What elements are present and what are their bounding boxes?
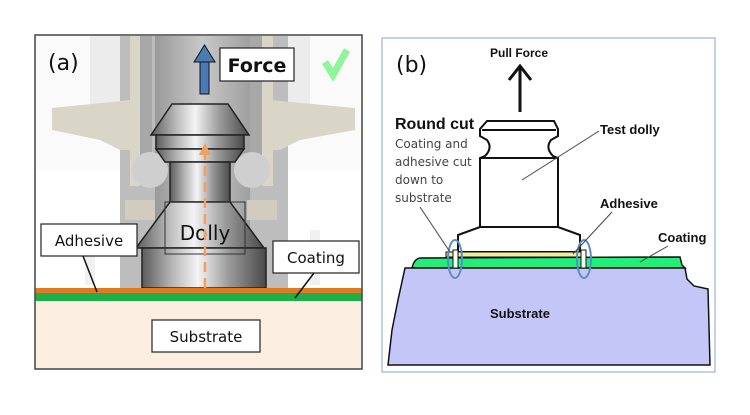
- ball-left: [132, 152, 168, 188]
- adhesive-label-b: Adhesive: [600, 196, 658, 211]
- coating-label-b: Coating: [658, 230, 706, 245]
- substrate-label-b: Substrate: [490, 306, 550, 321]
- round-cut-desc-3: down to: [395, 173, 443, 187]
- round-cut-leader: [419, 206, 451, 253]
- force-label: Force: [228, 55, 287, 77]
- dolly: Dolly: [134, 103, 267, 289]
- adhesive-layer: [35, 288, 362, 293]
- panel-a-frame: [34, 34, 363, 370]
- test-dolly-leader: [521, 130, 600, 181]
- adhesive-label-box: [40, 223, 138, 257]
- cut-right: [580, 249, 587, 269]
- check-icon: [322, 48, 351, 82]
- coating-leader-b: [639, 245, 669, 263]
- cut-left: [452, 249, 459, 269]
- pull-force-label: Pull Force: [490, 46, 548, 60]
- force-label-box: [219, 47, 295, 82]
- round-cut-highlight-right: [576, 239, 592, 279]
- panel-a: Dolly (a) Force Adhesive Coating Substr: [34, 34, 363, 370]
- panel-b-tag: (b): [396, 53, 427, 78]
- round-cut-desc-1: Coating and: [395, 137, 468, 151]
- fixture-left-flange: [52, 100, 148, 150]
- ball-right: [234, 152, 270, 188]
- panel-b: (b) Pull Force Round cut Coating and adh…: [381, 37, 716, 373]
- substrate-label-box: [151, 319, 261, 353]
- test-dolly: [457, 120, 581, 253]
- coating-layer: [35, 293, 362, 301]
- adhesive-leader: [82, 255, 98, 293]
- round-cut-highlight-left: [447, 239, 463, 279]
- substrate-label: Substrate: [170, 328, 243, 346]
- coating-leader: [294, 272, 315, 299]
- dashed-arrow-head: [199, 143, 211, 155]
- test-dolly-label: Test dolly: [600, 122, 660, 137]
- adhesive-leader-b: [572, 211, 613, 255]
- fixture-right-flange: [255, 100, 355, 150]
- panel-a-tag: (a): [48, 51, 79, 76]
- coating-label: Coating: [287, 249, 345, 267]
- round-cut-desc-4: substrate: [395, 191, 452, 205]
- substrate-layer-b: [387, 267, 711, 366]
- round-cut-title: Round cut: [395, 116, 475, 133]
- pull-force-arrow-icon: [507, 63, 533, 112]
- adhesive-label: Adhesive: [55, 232, 123, 250]
- force-arrow-icon: [193, 44, 216, 95]
- coating-layer-b: [411, 256, 687, 269]
- coating-label-box: [272, 240, 360, 274]
- adhesive-layer-b: [445, 251, 587, 258]
- round-cut-desc-2: adhesive cut: [395, 155, 472, 169]
